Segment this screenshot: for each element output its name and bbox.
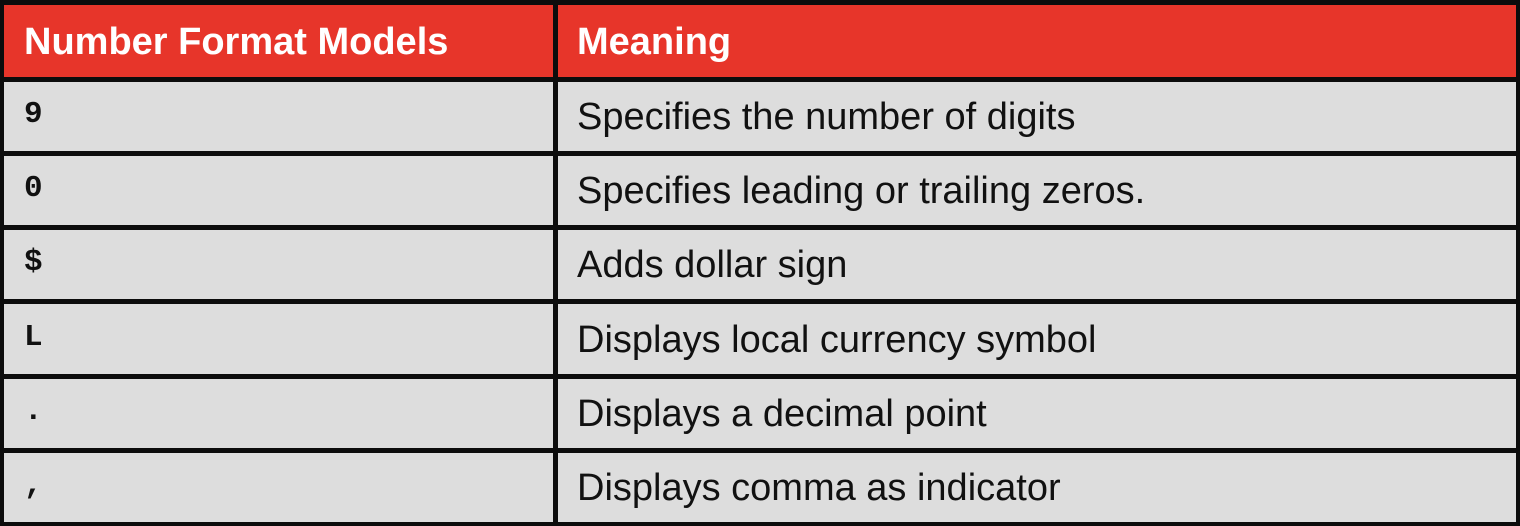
model-cell-0: 0 — [4, 156, 553, 226]
meaning-cell-comma: Displays comma as indicator — [558, 452, 1516, 522]
header-meaning: Meaning — [558, 5, 1516, 77]
header-number-format-models: Number Format Models — [4, 5, 553, 77]
table-grid: Number Format Models Meaning 9 Specifies… — [4, 5, 1516, 522]
meaning-cell-dollar: Adds dollar sign — [558, 230, 1516, 300]
model-cell-l: L — [4, 304, 553, 374]
model-cell-9: 9 — [4, 82, 553, 152]
meaning-cell-0: Specifies leading or trailing zeros. — [558, 156, 1516, 226]
meaning-cell-period: Displays a decimal point — [558, 378, 1516, 448]
model-cell-period: . — [4, 378, 553, 448]
model-cell-comma: , — [4, 452, 553, 522]
meaning-cell-9: Specifies the number of digits — [558, 82, 1516, 152]
meaning-cell-l: Displays local currency symbol — [558, 304, 1516, 374]
model-cell-dollar: $ — [4, 230, 553, 300]
